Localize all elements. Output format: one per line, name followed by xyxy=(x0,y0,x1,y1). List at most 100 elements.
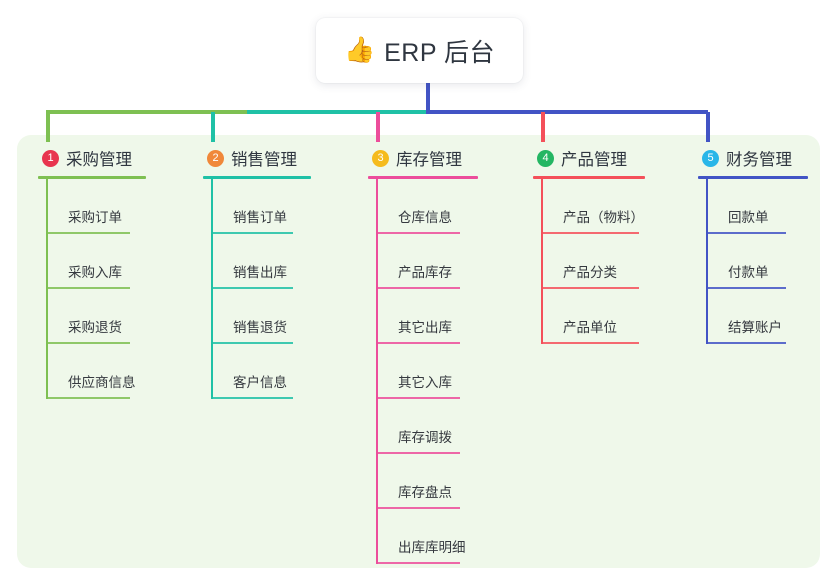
branch-item-underline xyxy=(543,232,639,234)
branch-item-underline xyxy=(708,342,786,344)
branch-item[interactable]: 采购入库 xyxy=(46,234,148,289)
branch-item[interactable]: 库存盘点 xyxy=(376,454,478,509)
branch-header-5[interactable]: 5 财务管理 xyxy=(698,145,808,171)
branch-item[interactable]: 付款单 xyxy=(706,234,808,289)
branch-item-label: 销售出库 xyxy=(233,265,287,280)
branch-item-label: 产品单位 xyxy=(563,320,617,335)
branch-number-badge: 5 xyxy=(702,149,719,167)
branch-item-label: 产品分类 xyxy=(563,265,617,280)
branch-item-label: 库存盘点 xyxy=(398,485,452,500)
branch-item[interactable]: 采购订单 xyxy=(46,179,148,234)
branch-number-badge: 1 xyxy=(42,149,59,167)
branch-item-label: 回款单 xyxy=(728,210,769,225)
branch-item-underline xyxy=(378,397,460,399)
branch-item-label: 采购退货 xyxy=(68,320,122,335)
connector-drop-1 xyxy=(46,112,50,142)
branch-items: 仓库信息产品库存其它出库其它入库库存调拨库存盘点出库库明细 xyxy=(376,179,478,564)
connector-drop-3 xyxy=(376,112,380,142)
root-trunk-connector xyxy=(426,80,430,112)
branch-spine xyxy=(376,179,378,564)
branch-item-underline xyxy=(708,287,786,289)
branch-item-label: 出库库明细 xyxy=(398,540,466,555)
branch-item-label: 销售退货 xyxy=(233,320,287,335)
branch-item[interactable]: 结算账户 xyxy=(706,289,808,344)
branch-item[interactable]: 回款单 xyxy=(706,179,808,234)
branch-item-label: 客户信息 xyxy=(233,375,287,390)
branch-item-underline xyxy=(543,342,639,344)
branch-item[interactable]: 采购退货 xyxy=(46,289,148,344)
branch-item[interactable]: 产品单位 xyxy=(541,289,645,344)
branch-item[interactable]: 产品分类 xyxy=(541,234,645,289)
branch-item-label: 产品（物料） xyxy=(563,210,644,225)
branch-item-underline xyxy=(213,287,293,289)
branch-item[interactable]: 销售出库 xyxy=(211,234,313,289)
branch-item[interactable]: 产品库存 xyxy=(376,234,478,289)
branch-item[interactable]: 出库库明细 xyxy=(376,509,478,564)
diagram-background-panel xyxy=(17,135,820,568)
branch-item-underline xyxy=(48,287,130,289)
branch-item-underline xyxy=(48,397,130,399)
branch-item-underline xyxy=(213,342,293,344)
branch-item-label: 产品库存 xyxy=(398,265,452,280)
branch-item-underline xyxy=(213,232,293,234)
branch-item-underline xyxy=(378,562,460,564)
branch-underline xyxy=(38,176,146,179)
connector-bar-segment-2 xyxy=(247,110,426,114)
branch-header-1[interactable]: 1 采购管理 xyxy=(38,145,148,171)
branch-item-underline xyxy=(48,232,130,234)
branch-item-underline xyxy=(543,287,639,289)
branch-item[interactable]: 库存调拨 xyxy=(376,399,478,454)
branch-items: 采购订单采购入库采购退货供应商信息 xyxy=(46,179,148,399)
branch-item[interactable]: 仓库信息 xyxy=(376,179,478,234)
connector-bar-segment-1 xyxy=(46,110,247,114)
connector-bar-segment-3 xyxy=(426,110,708,114)
branch-item[interactable]: 产品（物料） xyxy=(541,179,645,234)
branch-item-label: 仓库信息 xyxy=(398,210,452,225)
branch-underline xyxy=(533,176,645,179)
branch-items: 销售订单销售出库销售退货客户信息 xyxy=(211,179,313,399)
branch-item[interactable]: 供应商信息 xyxy=(46,344,148,399)
branch-title: 采购管理 xyxy=(66,151,132,169)
branch-item-underline xyxy=(378,287,460,289)
branch-item[interactable]: 销售订单 xyxy=(211,179,313,234)
branch-spine xyxy=(706,179,708,344)
branch-item-underline xyxy=(378,452,460,454)
branch-underline xyxy=(368,176,478,179)
branch-item-underline xyxy=(378,342,460,344)
branch-item[interactable]: 其它出库 xyxy=(376,289,478,344)
branch-item[interactable]: 销售退货 xyxy=(211,289,313,344)
branch-title: 销售管理 xyxy=(231,151,297,169)
branch-item-underline xyxy=(378,232,460,234)
branch-number-badge: 4 xyxy=(537,149,554,167)
branch-underline xyxy=(698,176,808,179)
branch-item-label: 库存调拨 xyxy=(398,430,452,445)
branch-item[interactable]: 其它入库 xyxy=(376,344,478,399)
branch-title: 财务管理 xyxy=(726,151,792,169)
branch-item-label: 其它出库 xyxy=(398,320,452,335)
branch-items: 回款单付款单结算账户 xyxy=(706,179,808,344)
branch-item[interactable]: 客户信息 xyxy=(211,344,313,399)
branch-title: 库存管理 xyxy=(396,151,462,169)
branch-column-5: 5 财务管理回款单付款单结算账户 xyxy=(698,145,808,344)
branch-item-label: 采购入库 xyxy=(68,265,122,280)
branch-underline xyxy=(203,176,311,179)
thumbs-up-icon: 👍 xyxy=(343,36,376,64)
branch-item-label: 采购订单 xyxy=(68,210,122,225)
branch-item-label: 其它入库 xyxy=(398,375,452,390)
branch-spine xyxy=(211,179,213,399)
connector-drop-5 xyxy=(706,112,710,142)
branch-item-label: 销售订单 xyxy=(233,210,287,225)
branch-spine xyxy=(541,179,543,344)
root-node-erp-backend[interactable]: 👍 ERP 后台 xyxy=(316,18,523,83)
branch-item-underline xyxy=(48,342,130,344)
branch-item-underline xyxy=(708,232,786,234)
branch-column-1: 1 采购管理采购订单采购入库采购退货供应商信息 xyxy=(38,145,148,399)
branch-item-label: 供应商信息 xyxy=(68,375,136,390)
connector-drop-4 xyxy=(541,112,545,142)
